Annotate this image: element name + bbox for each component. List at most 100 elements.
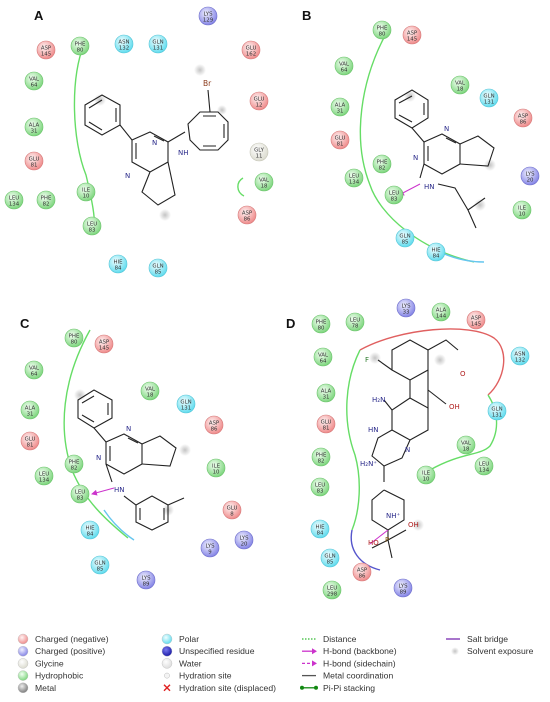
residue-number: 64 (320, 359, 327, 365)
legend-label: Polar (179, 634, 199, 644)
residue-name: GLN (483, 94, 494, 100)
residue-circle (426, 242, 446, 262)
legend-label: Metal (35, 683, 56, 693)
hbond-line (369, 529, 389, 545)
residue-number: 31 (337, 109, 344, 115)
atom-label: N (125, 172, 130, 180)
residue-number: 131 (153, 46, 163, 52)
residue-circle (200, 538, 220, 558)
legend-item: Hydrophobic (17, 670, 84, 681)
pocket-outline (237, 177, 245, 197)
legend-label: Charged (positive) (35, 646, 105, 656)
pocket-outline (359, 328, 505, 396)
residue-name: GLU (227, 506, 238, 512)
residue-name: LEU (479, 462, 489, 468)
residue-name: ILE (422, 471, 431, 477)
residue-circle (206, 458, 226, 478)
residue-name: HIE (315, 525, 325, 531)
pocket-outline (73, 43, 96, 233)
residue-name: VAL (455, 81, 465, 87)
residue-number: 131 (484, 100, 494, 106)
residue-number: 84 (317, 531, 324, 537)
legend-item: Water (161, 658, 202, 669)
residue-number: 18 (457, 87, 464, 93)
legend-symbol (161, 658, 173, 669)
residue-name: GLN (94, 561, 105, 567)
residue-name: GLN (399, 234, 410, 240)
solvent-exposure-halo (369, 352, 381, 364)
residue-circle (148, 34, 168, 54)
residue-name: LYS (141, 576, 151, 582)
residue-name: LYS (525, 172, 535, 178)
residue-circle (36, 190, 56, 210)
residue-number: 86 (211, 427, 218, 433)
residue-circle (70, 36, 90, 56)
pocket-outline (350, 529, 381, 571)
legend-label: Water (179, 658, 202, 668)
legend-item: Glycine (17, 658, 64, 669)
atom-label: N (152, 139, 157, 147)
residue-name: HIE (113, 260, 123, 266)
residue-number: 10 (519, 212, 526, 218)
residue-name: GLN (152, 40, 163, 46)
residue-name: ASP (242, 211, 253, 217)
residue-name: VAL (339, 62, 349, 68)
residue-circle (487, 401, 507, 421)
atom-label: Br (203, 79, 212, 88)
residue-circle (384, 185, 404, 205)
residue-name: GLU (29, 157, 40, 163)
residue-circle (320, 548, 340, 568)
residue-number: 80 (379, 32, 386, 38)
residue-circle (372, 20, 392, 40)
residue-name: LYS (239, 536, 249, 542)
residue-number: 81 (323, 426, 330, 432)
residue-number: 145 (471, 322, 481, 328)
legend-item: H-bond (sidechain) (302, 658, 396, 668)
residue-name: LEU (87, 222, 97, 228)
residue-number: 85 (155, 270, 162, 276)
residue-number: 162 (246, 52, 256, 58)
residue-name: GLY (254, 148, 264, 154)
residue-number: 9 (208, 550, 212, 556)
legend-label: Pi-Pi stacking (323, 683, 375, 693)
residue-number: 134 (9, 202, 20, 208)
residue-number: 11 (256, 154, 263, 160)
legend-symbol (302, 648, 317, 655)
residue-name: ALA (321, 389, 332, 395)
residue-circle (140, 381, 160, 401)
residue-name: ASP (99, 340, 110, 346)
residue-circle (345, 312, 365, 332)
residue-number: 80 (77, 48, 84, 54)
residue-number: 64 (31, 83, 38, 89)
residue-circle (136, 570, 156, 590)
solvent-exposure-halo (412, 519, 424, 531)
legend-item: H-bond (backbone) (302, 646, 397, 656)
residue-circle (510, 346, 530, 366)
atom-label: N (405, 446, 410, 454)
residue-number: 82 (379, 166, 386, 172)
hbond-arrow (91, 487, 115, 496)
residue-name: ILE (212, 464, 221, 470)
residue-name: PHE (41, 196, 52, 202)
panel-letter: A (34, 8, 44, 23)
residue-circle (176, 394, 196, 414)
residue-circle (322, 580, 342, 600)
residue-name: GLU (321, 420, 332, 426)
